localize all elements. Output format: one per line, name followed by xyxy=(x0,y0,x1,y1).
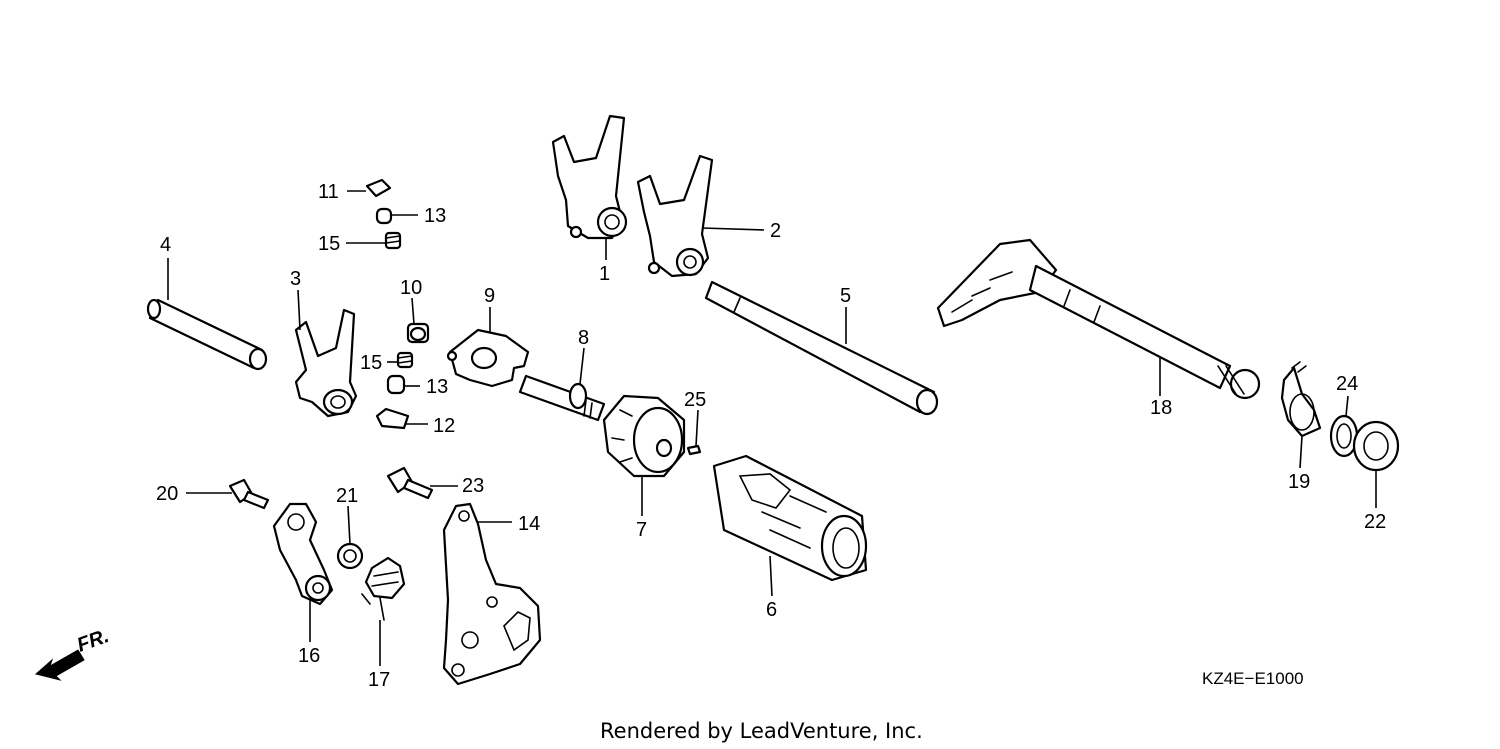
part-15-spring-mid[interactable] xyxy=(396,351,414,369)
callout-3[interactable]: 3 xyxy=(290,268,301,290)
part-13-piece-top[interactable] xyxy=(375,207,393,225)
part-16-arm[interactable] xyxy=(272,502,334,606)
callout-18[interactable]: 18 xyxy=(1150,397,1172,419)
part-21-collar[interactable] xyxy=(336,542,364,570)
part-1-fork[interactable] xyxy=(551,114,628,240)
callout-numbers: 4 3 11 13 15 10 15 13 12 9 8 25 7 1 2 5 … xyxy=(156,181,1386,691)
part-22-washer[interactable] xyxy=(1352,420,1400,472)
callout-11[interactable]: 11 xyxy=(318,181,339,203)
callout-10[interactable]: 10 xyxy=(400,277,422,299)
part-6-drum[interactable] xyxy=(712,454,868,582)
part-12-piece[interactable] xyxy=(375,407,410,430)
callout-22[interactable]: 22 xyxy=(1364,511,1386,533)
part-11-piece[interactable] xyxy=(365,178,392,198)
part-13-piece-mid[interactable] xyxy=(386,374,406,395)
part-2-fork[interactable] xyxy=(636,154,714,278)
leader-lines xyxy=(167,190,1377,666)
callout-24[interactable]: 24 xyxy=(1336,373,1358,395)
callout-7[interactable]: 7 xyxy=(636,519,647,541)
callout-25[interactable]: 25 xyxy=(684,389,706,411)
part-3-fork[interactable] xyxy=(294,308,358,418)
part-24-washer[interactable] xyxy=(1329,414,1359,458)
part-7-drum-center[interactable] xyxy=(602,394,686,478)
callout-2[interactable]: 2 xyxy=(770,220,781,242)
part-8-shaft[interactable] xyxy=(518,374,606,422)
part-5-shaft[interactable] xyxy=(704,280,939,416)
callout-23[interactable]: 23 xyxy=(462,475,484,497)
callout-6[interactable]: 6 xyxy=(766,599,777,621)
callout-19[interactable]: 19 xyxy=(1288,471,1310,493)
part-15-spring-top[interactable] xyxy=(384,231,402,250)
callout-8[interactable]: 8 xyxy=(578,327,589,349)
part-18-spindle[interactable] xyxy=(936,238,1261,400)
front-label: FR. xyxy=(74,625,112,657)
callout-4[interactable]: 4 xyxy=(160,234,171,256)
callout-21[interactable]: 21 xyxy=(336,485,358,507)
part-19-spring[interactable] xyxy=(1280,361,1322,438)
part-10-bolt[interactable] xyxy=(406,322,430,344)
callout-13-mid[interactable]: 13 xyxy=(426,376,448,398)
callout-5[interactable]: 5 xyxy=(840,285,851,307)
part-23-bolt[interactable] xyxy=(386,466,434,500)
callout-14[interactable]: 14 xyxy=(518,513,540,535)
callout-13-top[interactable]: 13 xyxy=(424,205,446,227)
credit-text: Rendered by LeadVenture, Inc. xyxy=(600,719,923,743)
callout-17[interactable]: 17 xyxy=(368,669,390,691)
part-25-pin[interactable] xyxy=(686,444,702,456)
front-arrow-icon xyxy=(34,649,85,681)
part-4-pin[interactable] xyxy=(146,298,268,371)
callout-12[interactable]: 12 xyxy=(433,415,455,437)
callout-1[interactable]: 1 xyxy=(599,263,610,285)
callout-20[interactable]: 20 xyxy=(156,483,178,505)
callout-15-top[interactable]: 15 xyxy=(318,233,340,255)
callout-15-mid[interactable]: 15 xyxy=(360,352,382,374)
part-14-plate[interactable] xyxy=(442,502,542,686)
part-9-plate[interactable] xyxy=(446,328,530,388)
callout-16[interactable]: 16 xyxy=(298,645,320,667)
callout-9[interactable]: 9 xyxy=(484,285,495,307)
part-20-bolt[interactable] xyxy=(228,478,270,510)
diagram-code: KZ4E−E1000 xyxy=(1202,669,1304,688)
part-17-spring[interactable] xyxy=(361,556,406,621)
